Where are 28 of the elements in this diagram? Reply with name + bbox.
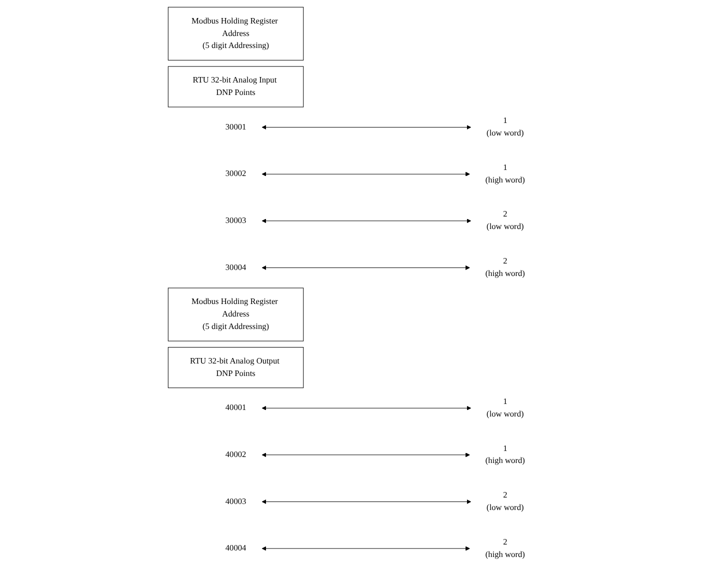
node-text: 1 (high word) bbox=[485, 163, 525, 185]
node-text: 2 (high word) bbox=[485, 256, 525, 278]
arrow bbox=[261, 499, 471, 504]
node-box: Modbus Holding Register Address (5 digit Addressing) bbox=[168, 288, 304, 342]
arrow bbox=[261, 172, 470, 176]
arrow bbox=[261, 125, 471, 130]
node-text: 1 (low word) bbox=[486, 116, 524, 138]
node-text: 1 (low word) bbox=[486, 397, 524, 419]
node-text: 40004 bbox=[225, 544, 246, 553]
arrow bbox=[261, 218, 471, 224]
node-text: 30004 bbox=[225, 263, 246, 272]
node-text: 30001 bbox=[225, 122, 246, 132]
node-text: 2 (high word) bbox=[485, 538, 525, 559]
arrow bbox=[261, 452, 470, 458]
node-text: 2 (low word) bbox=[486, 490, 524, 512]
node-text: 40002 bbox=[225, 450, 246, 460]
node-text: 40001 bbox=[225, 403, 246, 412]
arrow bbox=[261, 406, 471, 410]
arrow bbox=[261, 546, 470, 551]
node-text: 30002 bbox=[225, 169, 246, 178]
node-box: RTU 32-bit Analog Output DNP Points bbox=[168, 347, 304, 388]
arrow bbox=[261, 265, 470, 270]
node-box: RTU 32-bit Analog Input DNP Points bbox=[168, 66, 304, 108]
node-text: 2 (low word) bbox=[486, 210, 524, 232]
node-box: Modbus Holding Register Address (5 digit Addressing) bbox=[168, 6, 304, 60]
node-text: 30003 bbox=[225, 216, 246, 226]
node-text: 40003 bbox=[225, 497, 246, 506]
node-text: 1 (high word) bbox=[485, 444, 525, 466]
